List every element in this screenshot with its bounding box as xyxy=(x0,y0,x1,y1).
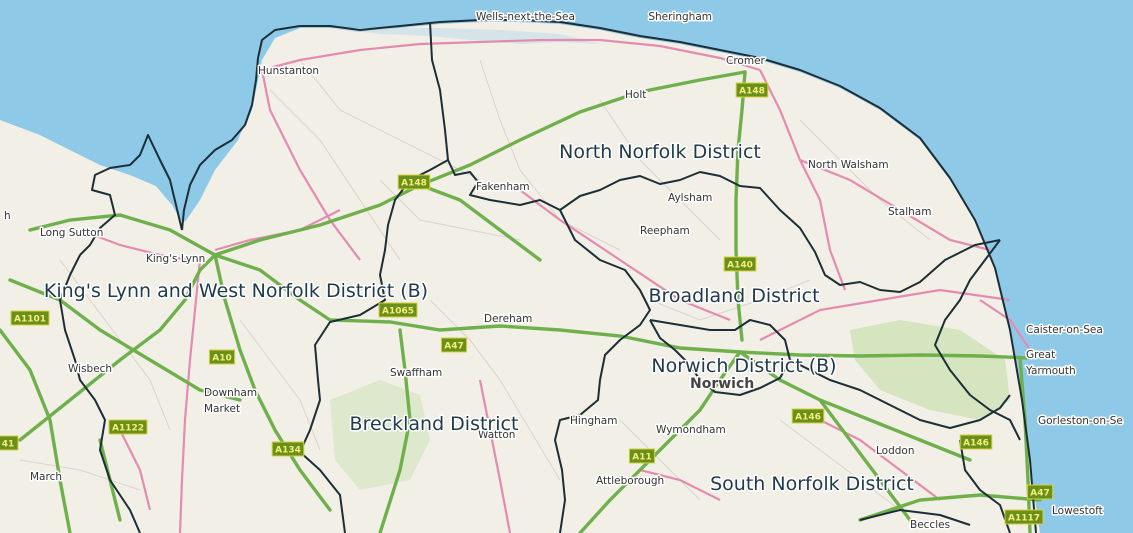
place-label: Holt xyxy=(625,89,646,101)
a-roads xyxy=(79,38,1031,533)
place-label: Yarmouth xyxy=(1025,365,1076,377)
city-label-norwich: Norwich xyxy=(690,376,754,392)
svg-text:A140: A140 xyxy=(727,261,753,271)
place-label: Beccles xyxy=(910,519,950,531)
road-shield: A1117 xyxy=(1004,509,1044,525)
road-shields: A148A140A148A1101A1065A140A47A10A1122A13… xyxy=(0,82,1054,525)
primary-roads xyxy=(0,70,1042,533)
svg-text:A11: A11 xyxy=(632,453,652,463)
place-label: Dereham xyxy=(484,313,532,325)
district-label: Norwich District (B) xyxy=(651,355,836,377)
the-wash xyxy=(0,0,258,222)
svg-text:A47: A47 xyxy=(444,342,464,352)
place-label: March xyxy=(30,471,62,483)
place-label: h xyxy=(4,210,11,222)
place-label: Loddon xyxy=(876,445,915,457)
place-labels: Wells-next-the-Sea SheringhamCromerHunsta… xyxy=(3,10,1125,533)
place-label: Caister-on-Sea xyxy=(1026,324,1103,336)
svg-text:A146: A146 xyxy=(795,413,821,423)
place-label: Cromer xyxy=(726,55,766,67)
road-shield: A10 xyxy=(208,349,236,365)
place-label: Wells-next-the-Sea xyxy=(476,11,575,23)
road-shield: A1065 xyxy=(378,302,418,318)
road-shield: A148 xyxy=(735,82,769,98)
district-label: Breckland District xyxy=(350,413,519,435)
svg-text:A146: A146 xyxy=(963,439,989,449)
place-label: Hunstanton xyxy=(258,65,319,77)
district-label: South Norfolk District xyxy=(710,473,914,495)
place-label: Attleborough xyxy=(596,475,664,487)
place-label: North Walsham xyxy=(808,159,889,171)
svg-text:A148: A148 xyxy=(739,87,765,97)
breckland-woodland xyxy=(330,380,430,490)
svg-text:41: 41 xyxy=(2,440,15,450)
place-label: Hingham xyxy=(570,415,617,427)
svg-text:A47: A47 xyxy=(1030,489,1050,499)
road-shield: A47 xyxy=(440,337,468,353)
place-label: Downham xyxy=(204,387,257,399)
road-shield: A148 xyxy=(397,174,431,190)
road-shield: A47 xyxy=(1026,484,1054,500)
place-label: Aylsham xyxy=(668,192,712,204)
road-shield: A11 xyxy=(628,448,656,464)
svg-text:A1065: A1065 xyxy=(382,307,414,317)
svg-text:A134: A134 xyxy=(275,446,301,456)
svg-text:A1117: A1117 xyxy=(1008,514,1040,524)
road-shield: A134 xyxy=(271,441,305,457)
place-label: Gorleston-on-Se xyxy=(1038,415,1123,427)
place-label: Wisbech xyxy=(68,363,112,375)
svg-text:A1122: A1122 xyxy=(112,424,144,434)
minor-roads xyxy=(19,59,931,511)
district-label: Broadland District xyxy=(648,285,819,307)
road-shield: 41 xyxy=(0,435,19,451)
road-shield: A146 xyxy=(959,434,993,450)
svg-text:A1101: A1101 xyxy=(14,315,46,325)
place-label: Great xyxy=(1026,349,1055,361)
place-label: Swaffham xyxy=(390,367,442,379)
road-shield: A1122 xyxy=(108,419,148,435)
place-label: Long Sutton xyxy=(40,227,103,239)
district-boundaries xyxy=(59,19,1037,533)
svg-text:A10: A10 xyxy=(212,354,232,364)
road-shield: A140 xyxy=(723,256,757,272)
place-label: Fakenham xyxy=(476,181,530,193)
place-label: Stalham xyxy=(888,206,931,218)
place-label: King's Lynn xyxy=(146,253,205,265)
place-label: Market xyxy=(204,403,240,415)
road-shield: A1101 xyxy=(10,310,50,326)
place-label: Lowestoft xyxy=(1052,505,1103,517)
svg-text:A148: A148 xyxy=(401,179,427,189)
place-label: Wymondham xyxy=(656,424,726,436)
road-shield: A146 xyxy=(791,408,825,424)
place-label: Sheringham xyxy=(648,11,712,23)
place-label: Watton xyxy=(478,429,515,441)
district-label: King's Lynn and West Norfolk District (B… xyxy=(44,280,428,302)
place-label: Reepham xyxy=(640,225,690,237)
district-label: North Norfolk District xyxy=(559,141,761,163)
